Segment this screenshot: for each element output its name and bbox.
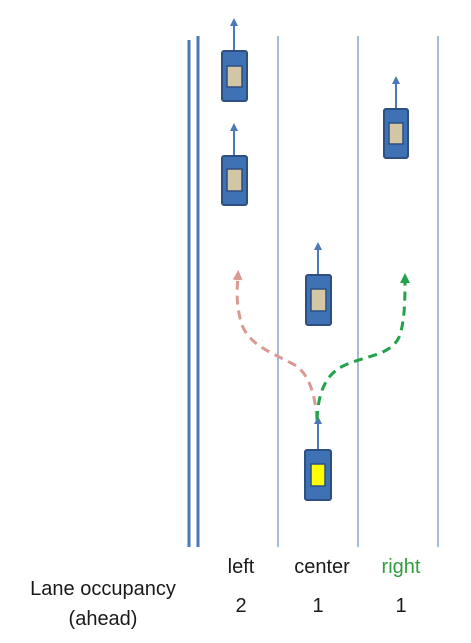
ego-vehicle xyxy=(304,416,332,501)
car-left-lane-rear xyxy=(221,123,248,206)
occupancy-count-right: 1 xyxy=(395,595,407,617)
lane-label-center: center xyxy=(294,556,350,578)
row-label-line1: Lane occupancy xyxy=(30,578,176,600)
car-right-lane xyxy=(383,76,409,159)
lane-label-left: left xyxy=(227,556,255,578)
lane-label-right: right xyxy=(381,556,421,578)
car-left-lane-front xyxy=(221,18,248,102)
occupancy-count-left: 2 xyxy=(235,595,247,617)
occupancy-count-center: 1 xyxy=(312,595,324,617)
left-lane-change-path xyxy=(232,270,319,421)
row-label-line2: (ahead) xyxy=(68,608,138,630)
car-center-lane xyxy=(305,242,332,326)
right-lane-change-path xyxy=(315,273,410,421)
